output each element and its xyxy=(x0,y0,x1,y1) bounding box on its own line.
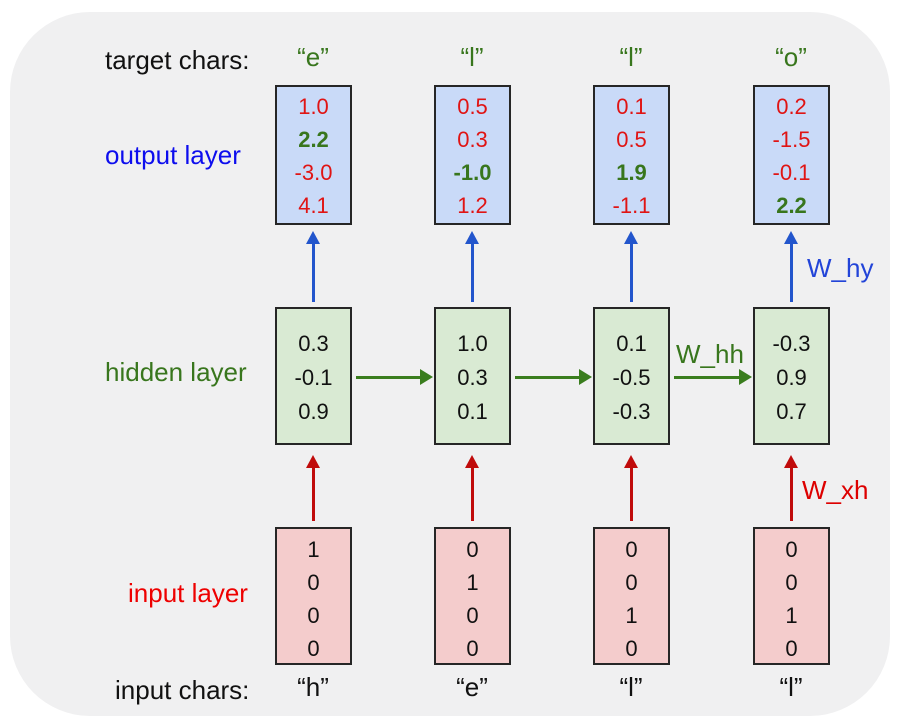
up-arrow-icon xyxy=(624,231,638,302)
right-arrow-icon xyxy=(515,369,592,385)
input-value: 0 xyxy=(625,636,638,661)
hidden-value: 0.1 xyxy=(616,331,647,356)
output-value: 1.0 xyxy=(298,94,329,119)
up-arrow-icon xyxy=(306,455,320,521)
w-xh-label: W_xh xyxy=(802,475,869,505)
w-hy-label: W_hy xyxy=(807,253,874,283)
hidden-value: -0.3 xyxy=(772,331,811,356)
input-char: “l” xyxy=(779,672,803,702)
output-vector-box: 0.5 0.3 -1.0 1.2 xyxy=(434,85,511,225)
hidden-vector-box: 0.3 -0.1 0.9 xyxy=(275,307,352,445)
input-value: 1 xyxy=(625,603,638,628)
output-value: -3.0 xyxy=(294,160,333,185)
up-arrow-icon xyxy=(306,231,320,302)
output-layer-label: output layer xyxy=(105,140,241,170)
input-vector-box: 1 0 0 0 xyxy=(275,527,352,665)
input-value: 0 xyxy=(466,603,479,628)
hidden-value: 0.9 xyxy=(776,365,807,390)
output-value: 0.1 xyxy=(616,94,647,119)
input-value: 0 xyxy=(785,537,798,562)
output-value: 0.5 xyxy=(457,94,488,119)
up-arrow-icon xyxy=(784,455,798,521)
input-value: 0 xyxy=(466,636,479,661)
input-vector-box: 0 0 1 0 xyxy=(593,527,670,665)
hidden-value: 0.3 xyxy=(298,331,329,356)
output-value: -1.1 xyxy=(612,193,651,218)
output-value: 0.2 xyxy=(776,94,807,119)
output-value: -0.1 xyxy=(772,160,811,185)
input-char: “h” xyxy=(297,672,329,702)
up-arrow-icon xyxy=(465,231,479,302)
right-arrow-icon xyxy=(356,369,433,385)
target-char: “o” xyxy=(775,42,807,72)
output-value-highlighted: 2.2 xyxy=(298,127,329,152)
input-layer-label: input layer xyxy=(128,578,248,608)
output-value-highlighted: 1.9 xyxy=(616,160,647,185)
hidden-value: 0.7 xyxy=(776,399,807,424)
target-chars-label: target chars: xyxy=(105,45,250,75)
input-chars-label: input chars: xyxy=(115,675,250,705)
right-arrow-icon xyxy=(674,369,752,385)
output-value: -1.5 xyxy=(772,127,811,152)
input-vector-box: 0 0 1 0 xyxy=(753,527,830,665)
input-value: 1 xyxy=(785,603,798,628)
input-value: 1 xyxy=(466,570,479,595)
output-value: 0.5 xyxy=(616,127,647,152)
input-value: 0 xyxy=(466,537,479,562)
hidden-value: -0.3 xyxy=(612,399,651,424)
output-vector-box: 1.0 2.2 -3.0 4.1 xyxy=(275,85,352,225)
hidden-value: 0.1 xyxy=(457,399,488,424)
target-char: “l” xyxy=(619,42,643,72)
input-value: 0 xyxy=(785,570,798,595)
input-vector-box: 0 1 0 0 xyxy=(434,527,511,665)
output-value: 4.1 xyxy=(298,193,329,218)
output-value-highlighted: 2.2 xyxy=(776,193,807,218)
input-value: 0 xyxy=(307,603,320,628)
output-value: 0.3 xyxy=(457,127,488,152)
input-value: 0 xyxy=(785,636,798,661)
hidden-vector-box: 1.0 0.3 0.1 xyxy=(434,307,511,445)
output-vector-box: 0.1 0.5 1.9 -1.1 xyxy=(593,85,670,225)
input-value: 1 xyxy=(307,537,320,562)
hidden-value: 0.9 xyxy=(298,399,329,424)
input-value: 0 xyxy=(625,537,638,562)
target-char: “e” xyxy=(297,42,329,72)
input-value: 0 xyxy=(307,570,320,595)
hidden-value: 1.0 xyxy=(457,331,488,356)
hidden-value: -0.5 xyxy=(612,365,651,390)
input-char: “l” xyxy=(619,672,643,702)
hidden-value: -0.1 xyxy=(294,365,333,390)
up-arrow-icon xyxy=(465,455,479,521)
slide-background: target chars: output layer hidden layer … xyxy=(10,12,890,716)
output-vector-box: 0.2 -1.5 -0.1 2.2 xyxy=(753,85,830,225)
target-char: “l” xyxy=(460,42,484,72)
output-value-highlighted: -1.0 xyxy=(453,160,492,185)
w-hh-label: W_hh xyxy=(676,339,744,369)
input-value: 0 xyxy=(307,636,320,661)
hidden-vector-box: 0.1 -0.5 -0.3 xyxy=(593,307,670,445)
up-arrow-icon xyxy=(784,231,798,302)
hidden-vector-box: -0.3 0.9 0.7 xyxy=(753,307,830,445)
input-value: 0 xyxy=(625,570,638,595)
up-arrow-icon xyxy=(624,455,638,521)
hidden-value: 0.3 xyxy=(457,365,488,390)
output-value: 1.2 xyxy=(457,193,488,218)
input-char: “e” xyxy=(456,672,488,702)
hidden-layer-label: hidden layer xyxy=(105,357,247,387)
